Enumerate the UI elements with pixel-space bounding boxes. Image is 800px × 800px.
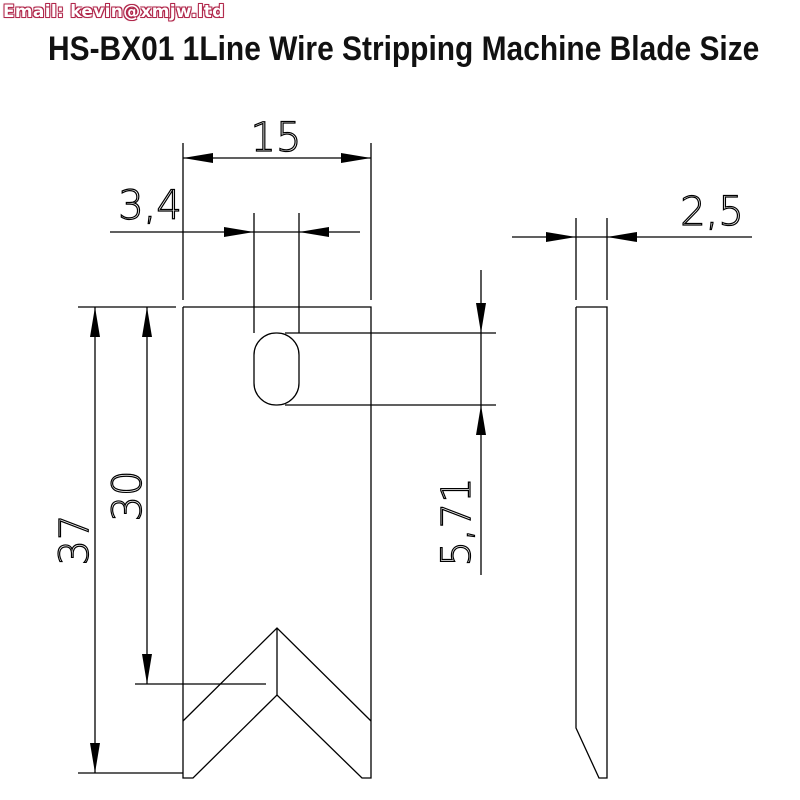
dimension-total-height: 37 (51, 306, 183, 774)
page-title: HS-BX01 1Line Wire Stripping Machine Bla… (48, 30, 760, 68)
dimension-notch-depth: 30 (104, 307, 266, 685)
mounting-slot (253, 332, 300, 406)
dimension-width: 15 (182, 114, 372, 300)
dim-total-height-label: 37 (52, 515, 98, 566)
blade-front-view (182, 306, 372, 779)
dim-thickness-label: 2,5 (680, 189, 744, 235)
blade-outline (182, 306, 372, 779)
dimension-slot-height: 5,71 (285, 270, 496, 575)
email-label: Email: kevin@xmjw.ltd (3, 2, 225, 22)
dim-slot-width-label: 3,4 (118, 183, 182, 229)
dim-notch-depth-label: 30 (105, 471, 151, 522)
dim-slot-height-label: 5,71 (434, 477, 480, 566)
dim-width-label: 15 (251, 115, 302, 161)
side-outline (575, 306, 608, 779)
dimension-slot-width: 3,4 (110, 182, 360, 333)
blade-side-view: 2,5 (512, 188, 752, 779)
